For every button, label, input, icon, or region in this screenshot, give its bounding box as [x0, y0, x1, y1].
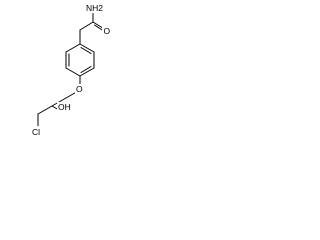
ring-inner-1	[80, 47, 92, 54]
mask-oh	[57, 102, 73, 112]
ring-bond-4	[65, 67, 81, 77]
atom-label-ether-o: O	[76, 84, 83, 94]
ring-bond-6	[65, 43, 81, 53]
ring-bond-1	[79, 43, 95, 53]
ring-bond-3	[79, 67, 95, 77]
bond-choh-ch2	[37, 105, 53, 115]
atom-label-hydroxyl: OH	[58, 102, 71, 112]
mask-cl	[31, 126, 45, 138]
structure-diagram: NH2 O O OH Cl	[0, 0, 150, 150]
molecule-svg: NH2 O O OH Cl	[31, 2, 111, 138]
bond-c-ch2	[79, 21, 94, 31]
ring-inner-2	[80, 66, 92, 73]
mask-nh2	[85, 2, 105, 13]
atom-label-carbonyl-o: O	[104, 26, 111, 36]
atom-label-chlorine: Cl	[32, 127, 40, 137]
atom-label-nh2: NH2	[86, 3, 103, 13]
mask-ether-o	[75, 84, 85, 94]
mask-carbonyl-o	[102, 26, 111, 36]
